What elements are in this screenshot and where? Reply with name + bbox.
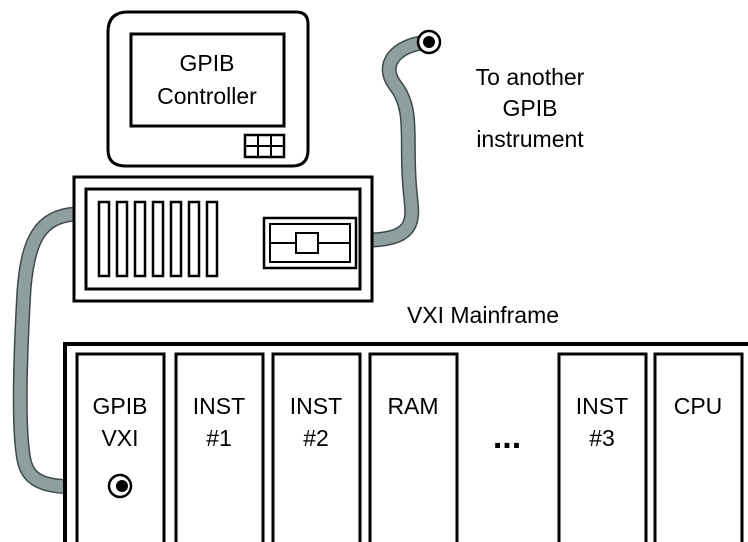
card-slots — [97, 200, 219, 278]
slot-inst-3 — [557, 352, 648, 542]
monitor-label-line-1: GPIB — [180, 50, 235, 76]
slot-ram-line-1: RAM — [387, 393, 438, 419]
computer-base-unit — [72, 175, 374, 303]
ellipsis: ... — [493, 418, 521, 456]
monitor-vent-icon — [243, 133, 286, 159]
remote-connector-icon — [416, 29, 442, 55]
slot-cpu-line-1: CPU — [674, 393, 723, 419]
slot-inst-1-line-1: INST — [193, 393, 245, 419]
slot-inst-3-line-1: INST — [576, 393, 628, 419]
mainframe-label: VXI Mainframe — [407, 302, 559, 328]
remote-label-line-1: To another — [476, 64, 585, 90]
slot-gpib-vxi — [75, 352, 166, 542]
drive-bay-icon — [262, 216, 358, 270]
slot-inst-2 — [271, 352, 362, 542]
remote-label-line-3: instrument — [476, 126, 584, 152]
slot-cpu — [653, 352, 744, 542]
slot-inst-2-line-1: INST — [290, 393, 342, 419]
monitor-screen — [129, 32, 286, 128]
slot-ram — [368, 352, 459, 542]
monitor-label-line-2: Controller — [157, 83, 257, 109]
cable-to-remote — [364, 34, 436, 248]
slot-gpib-vxi-line-2: VXI — [101, 425, 138, 451]
gpib-vxi-connector-icon — [107, 473, 133, 499]
slot-gpib-vxi-line-1: GPIB — [93, 393, 148, 419]
vxi-mainframe — [63, 342, 748, 542]
slot-inst-1 — [174, 352, 265, 542]
slot-inst-1-line-2: #1 — [206, 425, 232, 451]
slot-inst-2-line-2: #2 — [303, 425, 329, 451]
cable-to-gpib-vxi — [12, 206, 126, 495]
remote-label-line-2: GPIB — [503, 95, 558, 121]
gpib-controller-monitor: GPIB Controller — [106, 10, 310, 168]
slot-inst-3-line-2: #3 — [589, 425, 615, 451]
